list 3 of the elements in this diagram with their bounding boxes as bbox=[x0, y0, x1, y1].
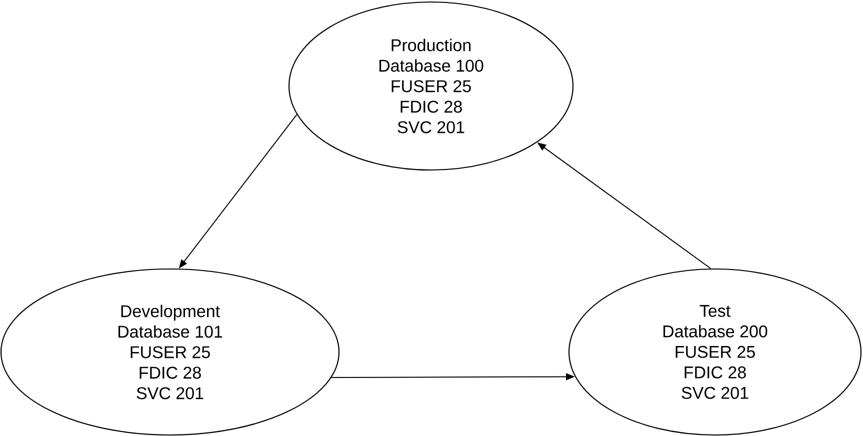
ellipse-node: Development Database 101 FUSER 25 FDIC 28 SVC 201 bbox=[0, 268, 340, 436]
ellipse-node: Test Database 200 FUSER 25 FDIC 28 SVC 201 bbox=[568, 268, 862, 436]
ellipse-node: Production Database 100 FUSER 25 FDIC 28 SVC 201 bbox=[288, 1, 574, 171]
